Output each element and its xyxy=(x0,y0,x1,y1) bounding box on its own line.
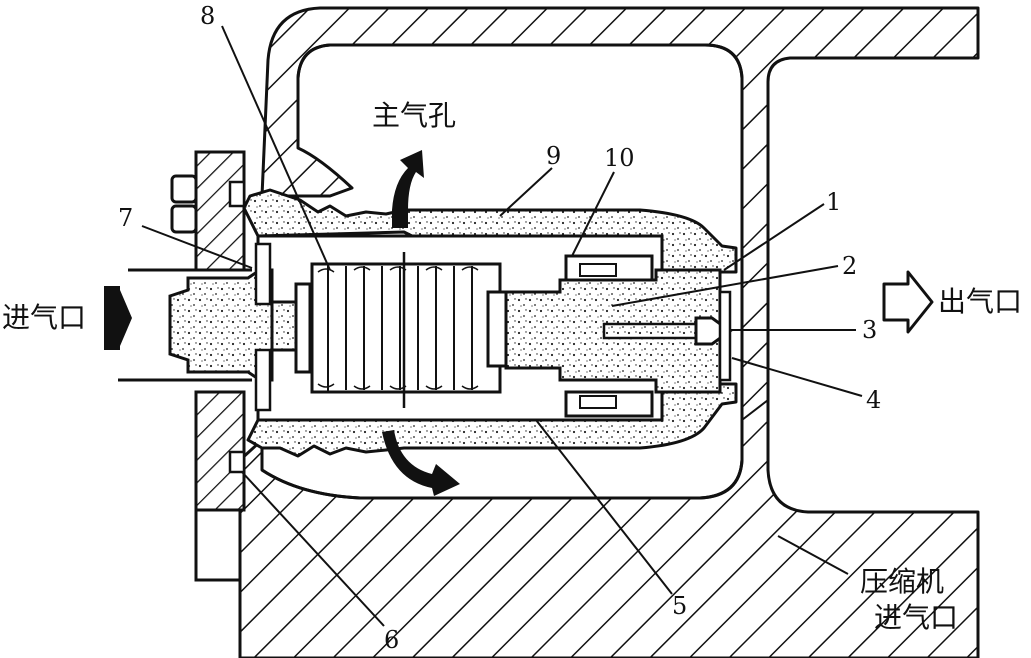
inlet-arrow xyxy=(104,286,132,350)
leader-5 xyxy=(535,419,673,595)
leader-7 xyxy=(141,225,253,269)
callout-3: 3 xyxy=(862,316,878,344)
leader-6 xyxy=(241,471,385,627)
main-hole-arrow xyxy=(392,150,424,228)
seat-plate xyxy=(718,290,732,382)
spool xyxy=(504,254,733,418)
leader-8 xyxy=(221,25,331,271)
lower-flow-arrow xyxy=(382,430,460,496)
bolt-head xyxy=(170,174,198,204)
leader-4 xyxy=(731,357,863,397)
leader-2 xyxy=(611,265,839,307)
callout-4: 4 xyxy=(866,386,882,414)
bellows xyxy=(294,252,508,408)
housing-right-step xyxy=(741,399,769,421)
callout-6: 6 xyxy=(384,626,400,654)
mounting-flange xyxy=(170,150,246,582)
inlet-label: 进气口 xyxy=(2,301,87,334)
compressor-housing xyxy=(238,6,980,658)
callout-9: 9 xyxy=(546,142,562,170)
main-hole-label: 主气孔 xyxy=(372,99,457,132)
needle-rod xyxy=(602,322,698,340)
callout-5: 5 xyxy=(672,592,688,620)
leader-1 xyxy=(723,203,825,271)
callout-2: 2 xyxy=(842,252,858,280)
bolt-head xyxy=(170,204,198,234)
leader-10 xyxy=(571,171,615,257)
callout-10: 10 xyxy=(604,144,635,172)
callout-7: 7 xyxy=(118,204,134,232)
callout-1: 1 xyxy=(826,188,842,216)
inner-chamber-outline xyxy=(261,43,744,500)
inlet-spigot xyxy=(168,268,274,382)
compressor-inlet-label-line2: 进气口 xyxy=(874,601,959,634)
leader-9 xyxy=(499,167,553,217)
outlet-label: 出气口 xyxy=(938,285,1023,318)
outlet-arrow xyxy=(882,270,934,334)
compressor-inlet-label-line1: 压缩机 xyxy=(860,565,945,598)
inlet-pipe xyxy=(118,268,252,382)
leader-lines xyxy=(141,25,863,627)
leader-compressor xyxy=(777,535,849,575)
flow-arrows xyxy=(104,150,934,496)
callout-8: 8 xyxy=(200,2,216,30)
